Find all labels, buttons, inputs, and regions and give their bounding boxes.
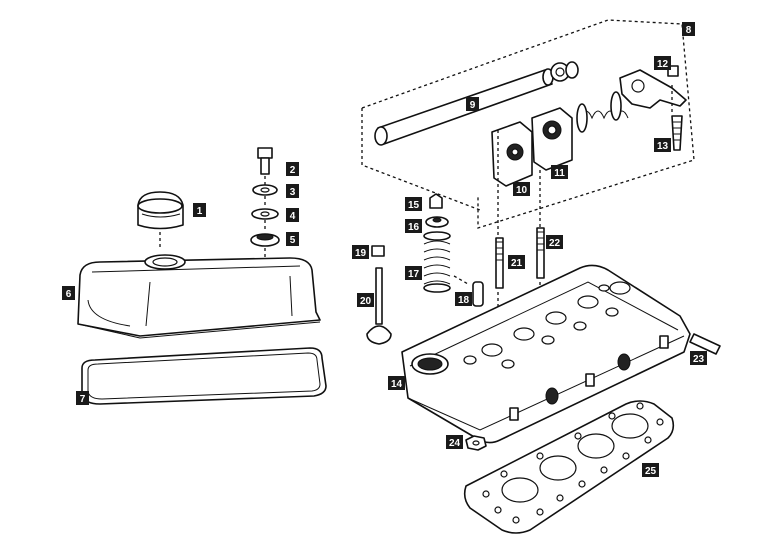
svg-text:5: 5: [290, 235, 296, 246]
svg-text:19: 19: [355, 248, 367, 259]
valve-parts-drawing: [366, 193, 484, 345]
rocker-pedestal-drawing: [491, 107, 573, 187]
callout-21: 21: [508, 255, 525, 269]
svg-text:8: 8: [686, 25, 692, 36]
callout-24: 24: [446, 435, 463, 449]
filler-cap-drawing: [137, 191, 184, 250]
callout-3: 3: [286, 184, 299, 198]
rocker-shaft-drawing: [374, 61, 579, 146]
svg-text:15: 15: [408, 200, 420, 211]
head-nut-drawing: [465, 435, 487, 451]
svg-text:25: 25: [645, 466, 657, 477]
callout-11: 11: [551, 165, 568, 179]
callout-25: 25: [642, 463, 659, 477]
svg-text:4: 4: [290, 211, 296, 222]
svg-text:7: 7: [80, 394, 86, 405]
svg-text:21: 21: [511, 258, 523, 269]
callout-7: 7: [76, 391, 89, 405]
svg-text:10: 10: [516, 185, 528, 196]
callout-17: 17: [405, 266, 422, 280]
callout-23: 23: [690, 351, 707, 365]
svg-text:9: 9: [470, 100, 476, 111]
callout-14: 14: [388, 376, 405, 390]
svg-text:17: 17: [408, 269, 420, 280]
rocker-cover-drawing: [77, 254, 321, 339]
callout-19: 19: [352, 245, 369, 259]
svg-text:13: 13: [657, 141, 669, 152]
svg-text:18: 18: [458, 295, 470, 306]
callout-20: 20: [357, 293, 374, 307]
head-gasket-drawing: [463, 400, 675, 534]
svg-text:6: 6: [66, 289, 72, 300]
callout-13: 13: [654, 138, 671, 152]
svg-text:11: 11: [554, 168, 565, 179]
callout-8: 8: [682, 22, 695, 36]
svg-text:3: 3: [290, 187, 296, 198]
svg-text:12: 12: [657, 59, 669, 70]
cylinder-head-drawing: [401, 264, 691, 444]
callout-10: 10: [513, 182, 530, 196]
cover-fasteners-drawing: [250, 147, 280, 262]
callout-1: 1: [193, 203, 206, 217]
rocker-spring-drawing: [576, 91, 629, 133]
rocker-assembly-outline: [361, 19, 695, 229]
svg-text:24: 24: [449, 438, 461, 449]
callout-22: 22: [546, 235, 563, 249]
svg-text:16: 16: [408, 222, 420, 233]
callout-2: 2: [286, 162, 299, 176]
callout-4: 4: [286, 208, 299, 222]
callout-12: 12: [654, 56, 671, 70]
svg-text:2: 2: [290, 165, 296, 176]
callout-6: 6: [62, 286, 75, 300]
callout-16: 16: [405, 219, 422, 233]
callout-15: 15: [405, 197, 422, 211]
svg-text:23: 23: [693, 354, 705, 365]
svg-text:22: 22: [549, 238, 561, 249]
svg-text:14: 14: [391, 379, 403, 390]
cover-gasket-drawing: [81, 347, 327, 405]
rocker-arm-drawing: [619, 65, 687, 151]
callout-9: 9: [466, 97, 479, 111]
callout-5: 5: [286, 232, 299, 246]
svg-text:20: 20: [360, 296, 372, 307]
svg-text:1: 1: [197, 206, 203, 217]
callout-18: 18: [455, 292, 472, 306]
